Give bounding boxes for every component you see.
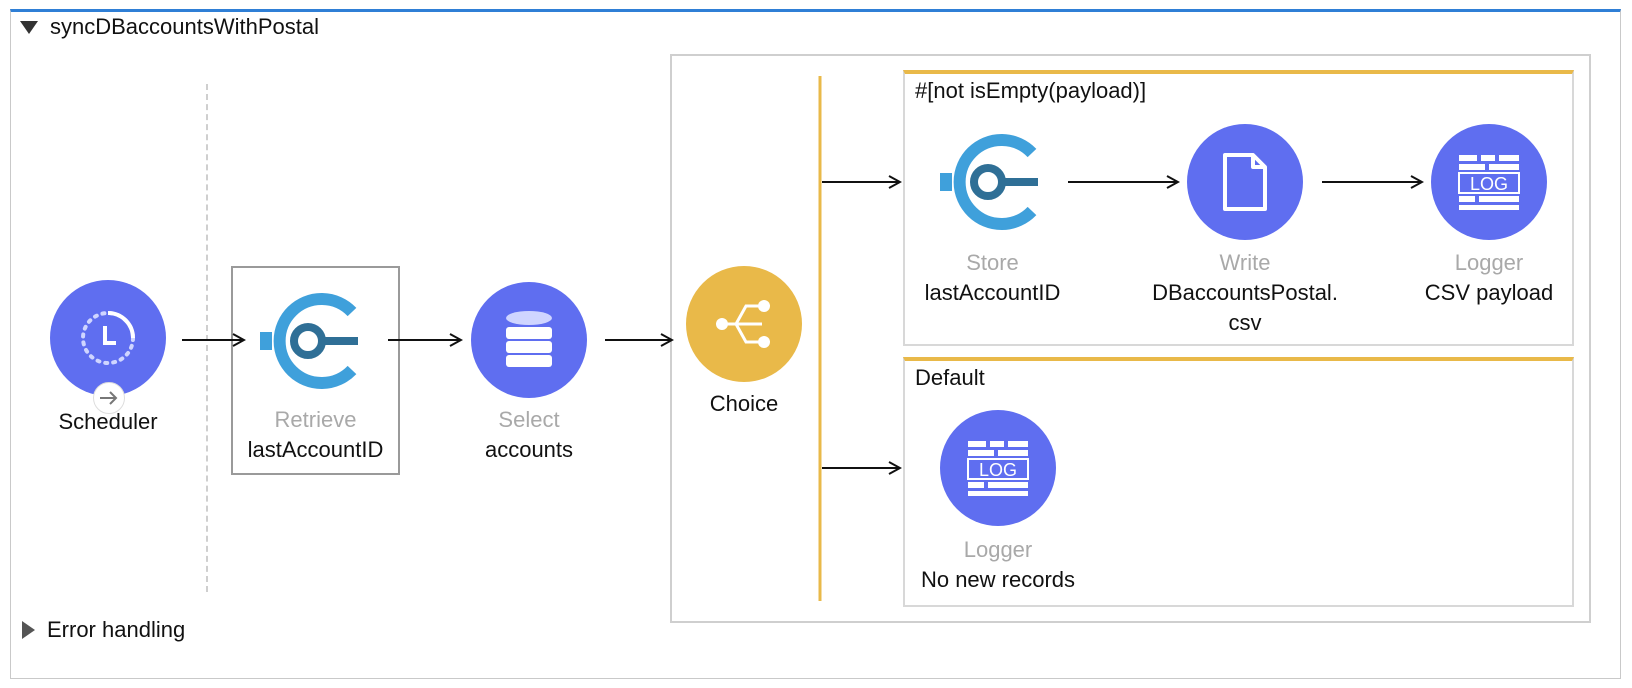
retrieve-name: lastAccountID [247,437,384,462]
log-icon: LOG [1458,155,1520,210]
choice-node[interactable] [686,266,802,382]
select-node[interactable] [471,282,587,398]
source-separator [206,84,208,592]
logger-csv-label: Logger CSV payload [1395,248,1583,308]
log-icon: LOG [967,441,1029,496]
logger-csv-node[interactable]: LOG [1431,124,1547,240]
database-icon [506,311,552,367]
store-label: Store lastAccountID [905,248,1080,308]
select-name: accounts [484,437,574,462]
object-store-icon [260,293,358,389]
write-name-line1: DBaccountsPostal. [1152,280,1338,305]
route-default[interactable]: Default [903,357,1574,607]
select-type: Select [498,407,560,432]
write-name-line2: csv [1228,310,1262,335]
retrieve-type: Retrieve [274,407,357,432]
flow-header[interactable]: syncDBaccountsWithPostal [20,14,319,40]
store-type: Store [966,250,1019,275]
logger-default-name: No new records [920,567,1076,592]
write-type: Write [1219,250,1271,275]
logger-default-type: Logger [963,537,1033,562]
source-indicator [93,382,125,414]
logger-default-label: Logger No new records [900,535,1096,595]
choice-label: Choice [676,389,812,419]
clock-icon [81,311,135,365]
store-name: lastAccountID [924,280,1061,305]
arrow-right-icon [100,391,118,405]
logger-default-node[interactable]: LOG [940,410,1056,526]
file-icon [1223,153,1267,211]
route-default-label: Default [915,365,985,390]
scheduler-node[interactable] [50,280,166,396]
error-handling-header[interactable]: Error handling [22,617,185,643]
route-when-expression: #[not isEmpty(payload)] [915,78,1147,103]
write-node[interactable] [1187,124,1303,240]
selected-component-outline [231,266,400,475]
route-when[interactable]: #[not isEmpty(payload)] [903,70,1574,346]
log-text: LOG [1470,174,1508,194]
retrieve-node[interactable] [258,289,366,393]
write-label: Write DBaccountsPostal. csv [1130,248,1360,338]
collapse-triangle-icon[interactable] [20,20,38,34]
store-node[interactable] [938,130,1046,234]
error-handling-label: Error handling [47,617,186,642]
scheduler-label: Scheduler [40,407,176,437]
scheduler-name: Scheduler [58,409,158,434]
logger-csv-type: Logger [1454,250,1524,275]
expand-triangle-icon[interactable] [22,621,35,639]
log-text: LOG [979,460,1017,480]
logger-csv-name: CSV payload [1424,280,1554,305]
flow-container [10,9,1621,679]
choice-router-icon [716,300,770,348]
retrieve-label: Retrieve lastAccountID [231,405,400,465]
select-label: Select accounts [450,405,608,465]
flow-title: syncDBaccountsWithPostal [50,14,319,39]
choice-name: Choice [709,391,779,416]
object-store-icon [940,134,1038,230]
